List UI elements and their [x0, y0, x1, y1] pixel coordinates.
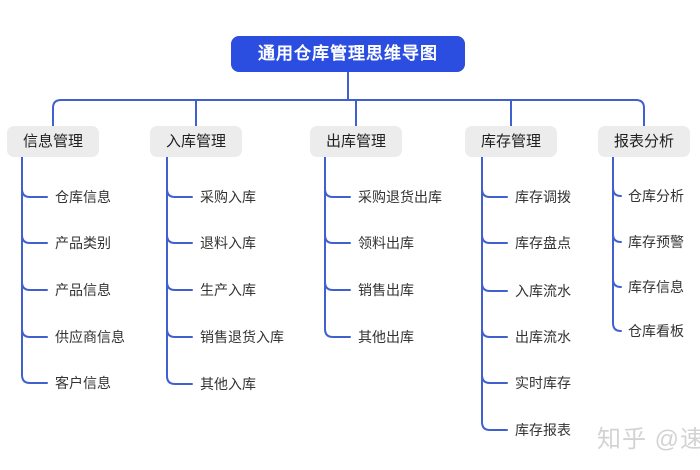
child-node[interactable]: 实时库存: [515, 375, 571, 391]
child-node[interactable]: 库存信息: [628, 279, 684, 295]
child-node[interactable]: 生产入库: [200, 282, 256, 298]
branch-node-2[interactable]: 入库管理: [150, 126, 243, 157]
child-node[interactable]: 销售退货入库: [200, 329, 284, 345]
child-node[interactable]: 采购退货出库: [358, 189, 442, 205]
root-node[interactable]: 通用仓库管理思维导图: [231, 36, 465, 72]
child-node[interactable]: 库存调拨: [515, 189, 571, 205]
child-node[interactable]: 仓库分析: [628, 188, 684, 204]
branch-node-3[interactable]: 出库管理: [310, 126, 403, 157]
branch-node-1[interactable]: 信息管理: [7, 126, 100, 157]
child-node[interactable]: 其他入库: [200, 376, 256, 392]
child-node[interactable]: 产品信息: [55, 282, 111, 298]
child-node[interactable]: 领料出库: [358, 235, 414, 251]
child-node[interactable]: 库存预警: [628, 234, 684, 250]
branch-node-5[interactable]: 报表分析: [598, 126, 691, 157]
watermark-text: 知乎 @速: [597, 426, 700, 453]
child-node[interactable]: 供应商信息: [55, 329, 125, 345]
child-node[interactable]: 库存报表: [515, 422, 571, 438]
branch-node-4[interactable]: 库存管理: [465, 126, 558, 157]
child-node[interactable]: 仓库看板: [628, 323, 684, 339]
child-node[interactable]: 产品类别: [55, 235, 111, 251]
child-node[interactable]: 入库流水: [515, 283, 571, 299]
child-node[interactable]: 退料入库: [200, 235, 256, 251]
watermark: 知乎 @速: [597, 419, 700, 454]
child-node[interactable]: 客户信息: [55, 375, 111, 391]
child-node[interactable]: 销售出库: [358, 282, 414, 298]
child-node[interactable]: 采购入库: [200, 189, 256, 205]
child-node[interactable]: 其他出库: [358, 329, 414, 345]
child-node[interactable]: 仓库信息: [55, 189, 111, 205]
child-node[interactable]: 库存盘点: [515, 235, 571, 251]
child-node[interactable]: 出库流水: [515, 329, 571, 345]
